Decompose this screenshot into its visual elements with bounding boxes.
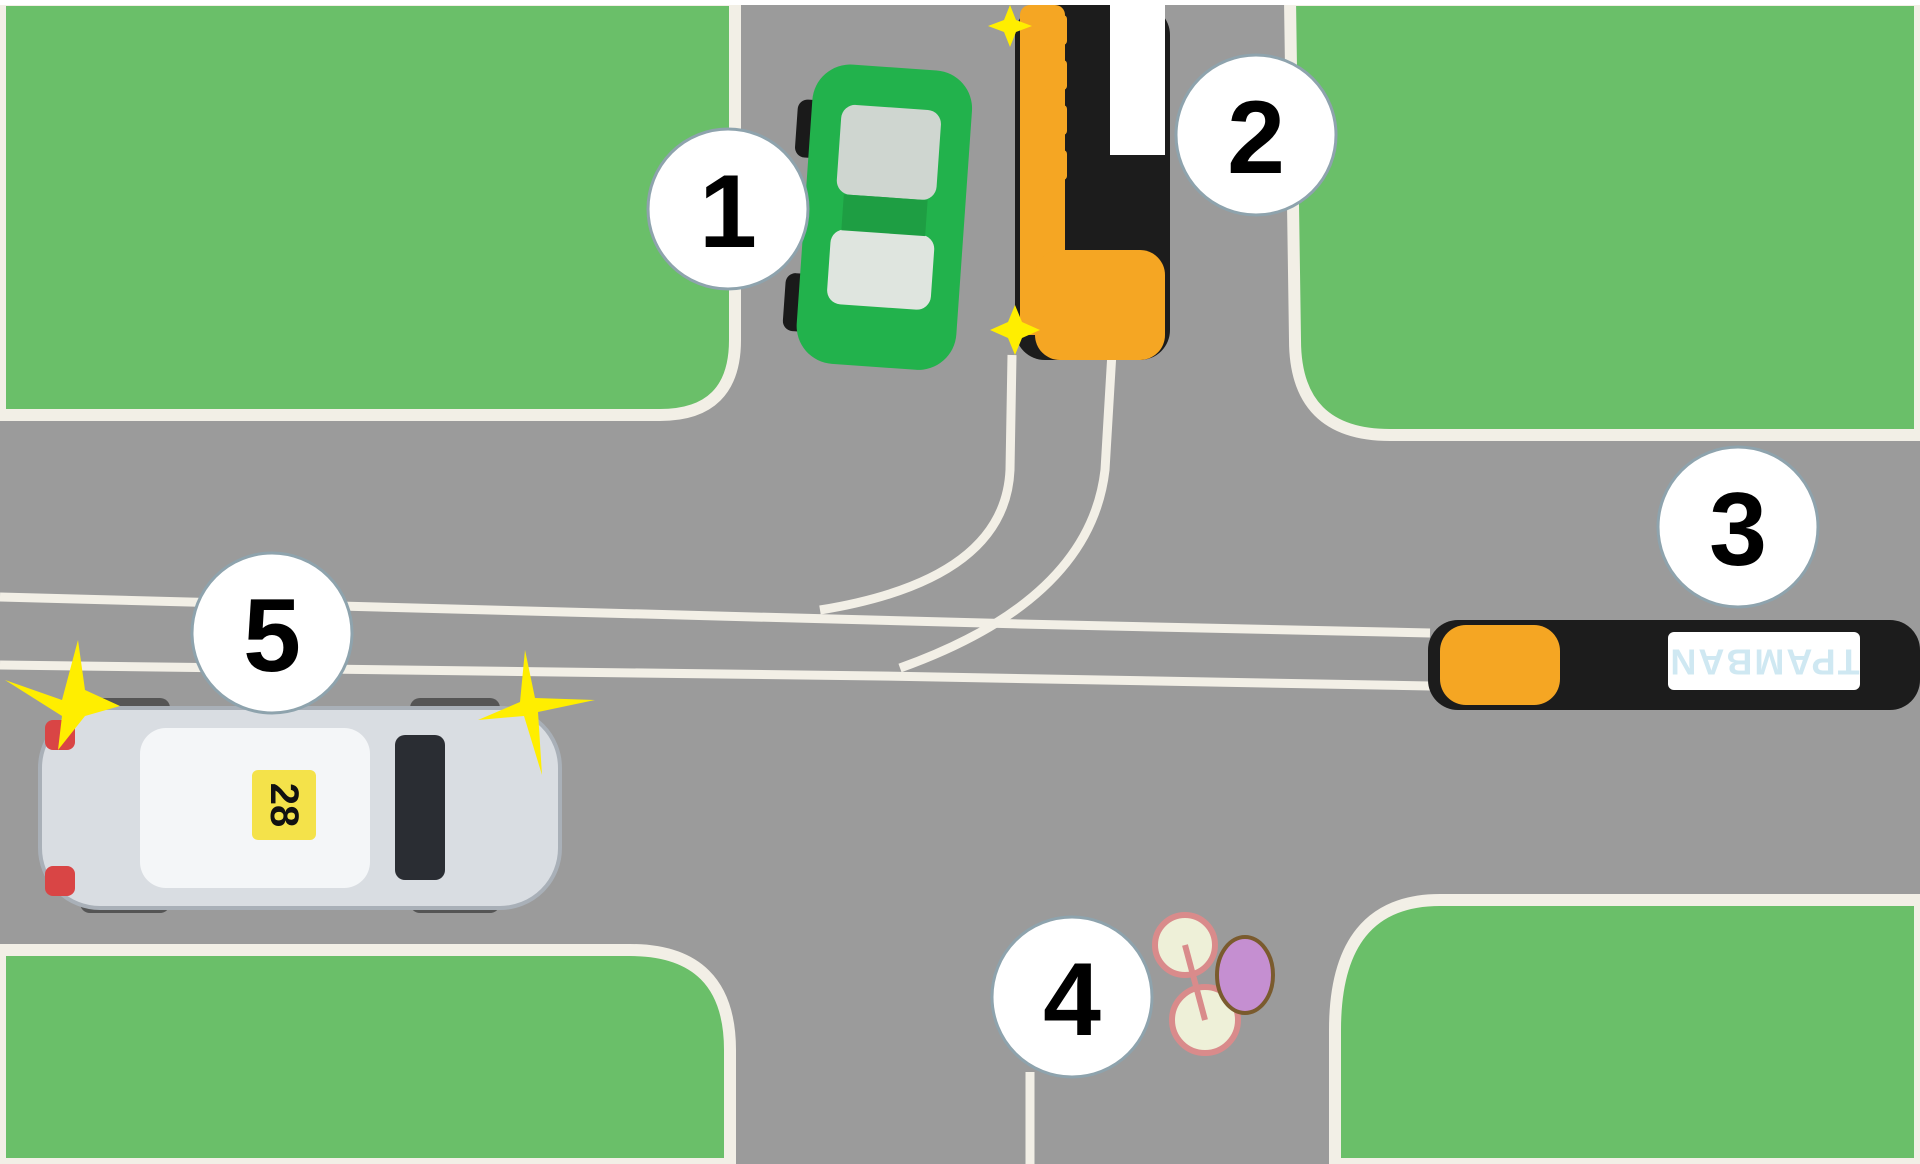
green-car-rear-window bbox=[826, 229, 935, 311]
badge-1: 1 bbox=[648, 129, 808, 289]
race-car-taillight bbox=[45, 866, 75, 896]
grass-top-right bbox=[1290, 0, 1920, 435]
bus bbox=[988, 5, 1170, 360]
bus-front bbox=[1035, 250, 1165, 360]
badge-5: 5 bbox=[192, 553, 352, 713]
grass-bottom-right bbox=[1335, 900, 1920, 1164]
badge-number: 1 bbox=[699, 154, 757, 270]
grass-bottom-left bbox=[0, 950, 730, 1164]
badge-3: 3 bbox=[1658, 447, 1818, 607]
badge-2: 2 bbox=[1176, 55, 1336, 215]
badge-number: 5 bbox=[243, 578, 301, 694]
tram-sign-text: TPAMBAN bbox=[1668, 642, 1859, 683]
green-car-windshield bbox=[836, 104, 942, 201]
green-car-roof bbox=[841, 194, 927, 236]
grass-top-left bbox=[0, 0, 735, 415]
tram-front bbox=[1440, 625, 1560, 705]
bus-roof-panel bbox=[1110, 5, 1165, 155]
green-car bbox=[780, 61, 975, 372]
race-car-number: 28 bbox=[262, 783, 306, 828]
race-car-windshield bbox=[395, 735, 445, 880]
badge-number: 4 bbox=[1043, 942, 1101, 1058]
badge-4: 4 bbox=[992, 917, 1152, 1077]
cyclist-body bbox=[1217, 937, 1273, 1013]
bus-window bbox=[1045, 105, 1067, 135]
bus-window bbox=[1045, 150, 1067, 180]
bus-window bbox=[1045, 60, 1067, 90]
badge-number: 3 bbox=[1709, 472, 1767, 588]
tram: TPAMBAN bbox=[1428, 620, 1920, 710]
bus-window bbox=[1045, 15, 1067, 45]
top-edge bbox=[0, 0, 1920, 5]
badge-number: 2 bbox=[1227, 80, 1285, 196]
